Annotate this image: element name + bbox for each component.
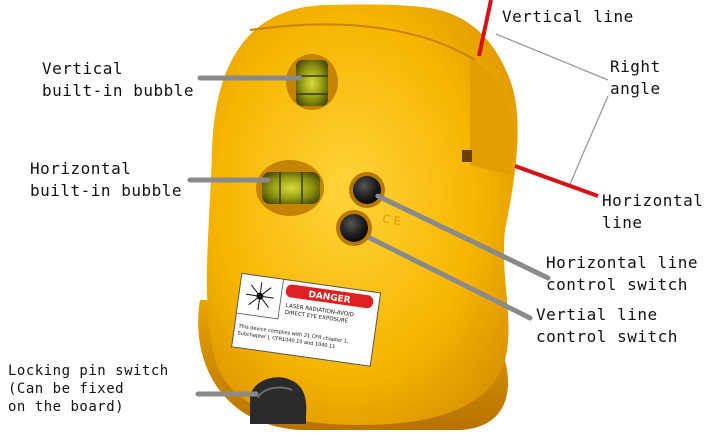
vertical-bubble-vial <box>286 54 338 110</box>
vertical-laser-line <box>477 0 493 57</box>
horizontal-line-label: Horizontal line <box>602 191 704 232</box>
vertical-switch-label: Vertial line control switch <box>536 305 678 346</box>
horizontal-line-switch[interactable] <box>349 172 385 208</box>
locking-pin-switch[interactable] <box>250 377 307 424</box>
vertical-line-switch[interactable] <box>336 210 372 246</box>
horizontal-bubble-vial <box>256 160 324 216</box>
horizontal-switch-label: Horizontal line control switch <box>546 253 698 294</box>
right-angle-label: Right angle <box>610 57 661 98</box>
leader-lines <box>187 75 551 397</box>
right-angle-bracket <box>495 33 609 185</box>
svg-text:C E: C E <box>381 212 401 228</box>
horizontal-laser-line <box>514 164 599 198</box>
horizontal-bubble-label: Horizontal built-in bubble <box>30 159 182 200</box>
locking-pin-label: Locking pin switch (Can be fixed on the … <box>8 363 169 415</box>
vertical-line-label: Vertical line <box>502 7 634 26</box>
warning-sticker: DANGER LASER RADIATION-AVOID DIRECT EYE … <box>231 272 382 367</box>
vertical-bubble-label: Vertical built-in bubble <box>42 59 194 100</box>
laser-starburst-icon <box>245 282 274 311</box>
